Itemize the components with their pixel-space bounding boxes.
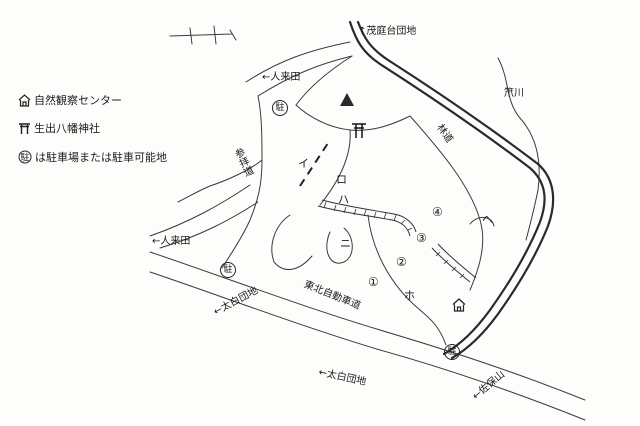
- trail-mark-ro: ロ: [336, 173, 347, 186]
- road-hitokita-top-b: [257, 55, 353, 97]
- river-sasagawa: [497, 57, 540, 241]
- parking-marker-west: 駐: [220, 262, 236, 278]
- hill-contour-small: [469, 217, 495, 227]
- forest-road-outer: [348, 20, 546, 356]
- forest-road-inner: [356, 20, 555, 360]
- road-hitokita-left-b: [159, 201, 259, 249]
- hill-contour-ni: [326, 227, 353, 264]
- hill-contour-east: [409, 115, 484, 291]
- trail-mark-3: ③: [416, 231, 427, 245]
- label-sasagawa: 笊川: [504, 88, 524, 99]
- park-boundary-top: [295, 55, 353, 106]
- trail-mark-2: ②: [396, 255, 407, 269]
- nature-center-icon: [18, 93, 31, 107]
- legend-label-shrine: 生出八幡神社: [34, 122, 100, 135]
- trail-mark-ho: ホ: [404, 289, 415, 302]
- dashed-trail-i: [299, 139, 331, 187]
- hatched-trail: [317, 199, 477, 283]
- parking-icon: 駐: [18, 150, 32, 164]
- hatch-ticks: [323, 201, 465, 279]
- svg-text:駐: 駐: [20, 152, 29, 164]
- trail-mark-i: イ: [298, 157, 309, 170]
- shrine-gate-map-icon: [352, 123, 366, 138]
- road-hitokita-left-a: [149, 184, 251, 237]
- trail-mark-ni: ニ: [340, 237, 351, 250]
- expressway-north-edge: [149, 251, 586, 401]
- parking-marker-north: 駐: [272, 100, 288, 116]
- summit-triangle: [340, 93, 354, 106]
- approach-road: [177, 159, 263, 203]
- legend-row-nature-center: 自然観察センター: [18, 92, 122, 108]
- legend-row-shrine: 生出八幡神社: [18, 120, 100, 136]
- nature-center-map-icon: [452, 298, 466, 312]
- road-hitokita-top-a: [245, 41, 351, 83]
- legend-row-parking: 駐 は駐車場または駐車可能地: [18, 149, 167, 165]
- north-arrow-sketch: [169, 25, 237, 45]
- label-hitokita-left: ←人来田: [152, 236, 191, 247]
- trail-mark-he: ヘ: [482, 213, 493, 226]
- trail-mark-1: ①: [368, 275, 379, 289]
- legend-label-nature-center: 自然観察センター: [34, 94, 122, 107]
- legend-label-parking: は駐車場または駐車可能地: [35, 151, 167, 164]
- trail-mark-ha: ハ: [338, 193, 349, 206]
- label-shigeniwadai: ↑茂庭台団地: [358, 26, 417, 37]
- shrine-gate-icon: [19, 122, 30, 134]
- park-boundary-left: [221, 95, 263, 269]
- hill-contour-mid: [319, 129, 351, 206]
- hill-contour-upper: [295, 104, 411, 131]
- hill-contour-right: [367, 214, 447, 346]
- hill-contour-left: [271, 214, 313, 271]
- parking-marker-south: 駐: [444, 344, 460, 360]
- label-hitokita-top: ←人来田: [262, 72, 301, 83]
- expressway-south-edge: [149, 271, 586, 421]
- trail-mark-4: ④: [432, 205, 443, 219]
